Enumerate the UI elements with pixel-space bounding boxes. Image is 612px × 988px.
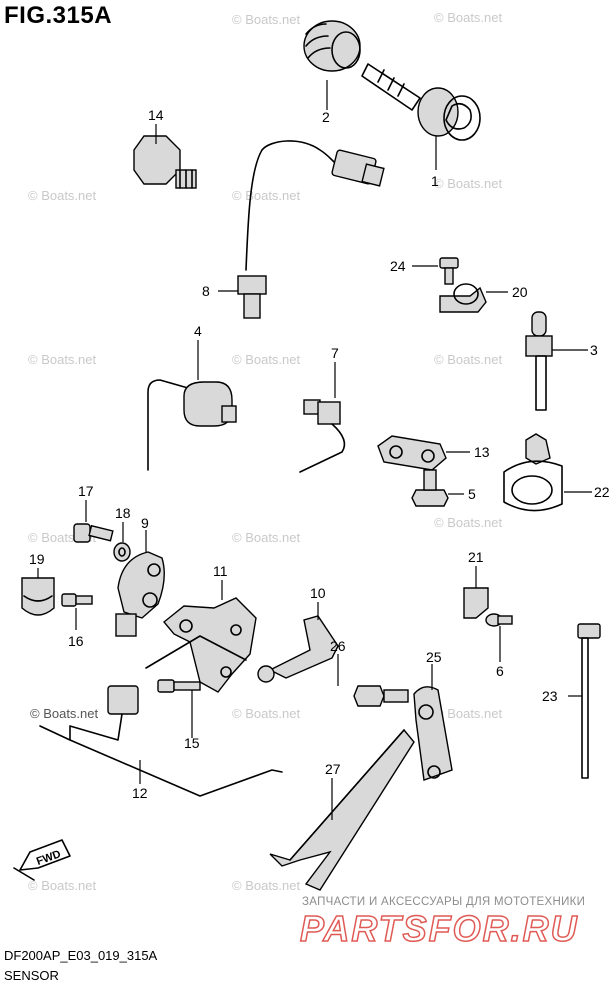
clip-part-19[interactable] xyxy=(21,577,55,616)
callout-8: 8 xyxy=(202,283,210,299)
callout-21: 21 xyxy=(468,549,484,565)
bolt-part-16[interactable] xyxy=(61,593,93,607)
figure-section: SENSOR xyxy=(4,968,59,983)
callout-5: 5 xyxy=(468,486,476,502)
bracket-part-25[interactable] xyxy=(413,686,453,781)
callout-6: 6 xyxy=(496,663,504,679)
watermark: © Boats.net xyxy=(28,352,97,367)
link-rod-part-10[interactable] xyxy=(257,615,339,683)
fwd-arrow-icon: FWD xyxy=(13,839,71,881)
watermark: © Boats.net xyxy=(28,188,97,203)
banner-logo[interactable]: PARTSFOR.RU xyxy=(299,907,579,950)
callout-13: 13 xyxy=(474,444,490,460)
watermark: © Boats.net xyxy=(434,706,503,721)
callout-19: 19 xyxy=(29,551,45,567)
bolt-part-15[interactable] xyxy=(157,679,201,693)
callout-14: 14 xyxy=(148,107,164,123)
callout-27: 27 xyxy=(325,761,341,777)
callout-1: 1 xyxy=(431,173,439,189)
watermark: © Boats.net xyxy=(434,10,503,25)
watermark: © Boats.net xyxy=(232,706,301,721)
wire-harness-part-12[interactable] xyxy=(39,685,283,797)
callout-25: 25 xyxy=(426,649,442,665)
bolt-part-5[interactable] xyxy=(411,469,449,507)
fwd-label: FWD xyxy=(35,848,63,868)
sensor-part-8[interactable] xyxy=(237,140,385,319)
watermark: © Boats.net xyxy=(28,878,97,893)
banner-tagline: ЗАПЧАСТИ И АКСЕССУАРЫ ДЛЯ МОТОТЕХНИКИ xyxy=(302,896,586,908)
sensor-part-3[interactable] xyxy=(525,311,553,411)
callout-12: 12 xyxy=(132,785,148,801)
knock-sensor-part-4[interactable] xyxy=(147,379,237,471)
callout-9: 9 xyxy=(141,515,149,531)
bracket-part-11[interactable] xyxy=(145,597,257,693)
long-bracket-part-27[interactable] xyxy=(269,728,415,891)
callout-10: 10 xyxy=(310,585,326,601)
watermark: © Boats.net xyxy=(434,176,503,191)
fig-title: FIG.315A xyxy=(4,2,113,29)
bolt-part-26[interactable] xyxy=(353,685,409,707)
bolt-part-24[interactable] xyxy=(439,257,459,285)
callout-24: 24 xyxy=(390,258,406,274)
sensor-part-9[interactable] xyxy=(115,551,165,637)
callout-11: 11 xyxy=(213,563,228,579)
washer-part-18[interactable] xyxy=(113,542,131,562)
watermark: © Boats.net xyxy=(232,352,301,367)
clip-part-21[interactable] xyxy=(463,587,489,619)
callout-22: 22 xyxy=(594,484,610,500)
watermark: © Boats.net xyxy=(30,706,99,721)
sensor-part-7[interactable] xyxy=(299,399,346,473)
watermark: © Boats.net xyxy=(434,515,503,530)
callout-2: 2 xyxy=(322,109,330,125)
callout-26: 26 xyxy=(330,638,346,654)
callout-15: 15 xyxy=(184,735,200,751)
watermark: © Boats.net xyxy=(232,878,301,893)
callout-23: 23 xyxy=(542,688,558,704)
holder-part-22[interactable] xyxy=(503,433,563,512)
callout-16: 16 xyxy=(68,633,84,649)
cable-tie-part-23[interactable] xyxy=(577,623,601,779)
callout-4: 4 xyxy=(194,323,202,339)
figure-code: DF200AP_E03_019_315A xyxy=(4,948,158,963)
pressure-switch-part-14[interactable] xyxy=(133,135,197,189)
bolt-part-17[interactable] xyxy=(73,523,114,543)
watermark: © Boats.net xyxy=(232,188,301,203)
watermark: © Boats.net xyxy=(232,530,301,545)
bracket-part-13[interactable] xyxy=(377,435,447,471)
grommet-part-2[interactable] xyxy=(303,20,361,72)
callout-18: 18 xyxy=(115,505,131,521)
screw-part-6[interactable] xyxy=(485,613,513,627)
callout-7: 7 xyxy=(331,345,339,361)
watermark: © Boats.net xyxy=(232,12,301,27)
callout-3: 3 xyxy=(590,342,598,358)
callout-17: 17 xyxy=(78,483,94,499)
temperature-sensor-part-1[interactable] xyxy=(361,63,481,141)
clamp-part-20[interactable] xyxy=(439,283,487,313)
callout-20: 20 xyxy=(512,284,528,300)
watermark: © Boats.net xyxy=(434,352,503,367)
